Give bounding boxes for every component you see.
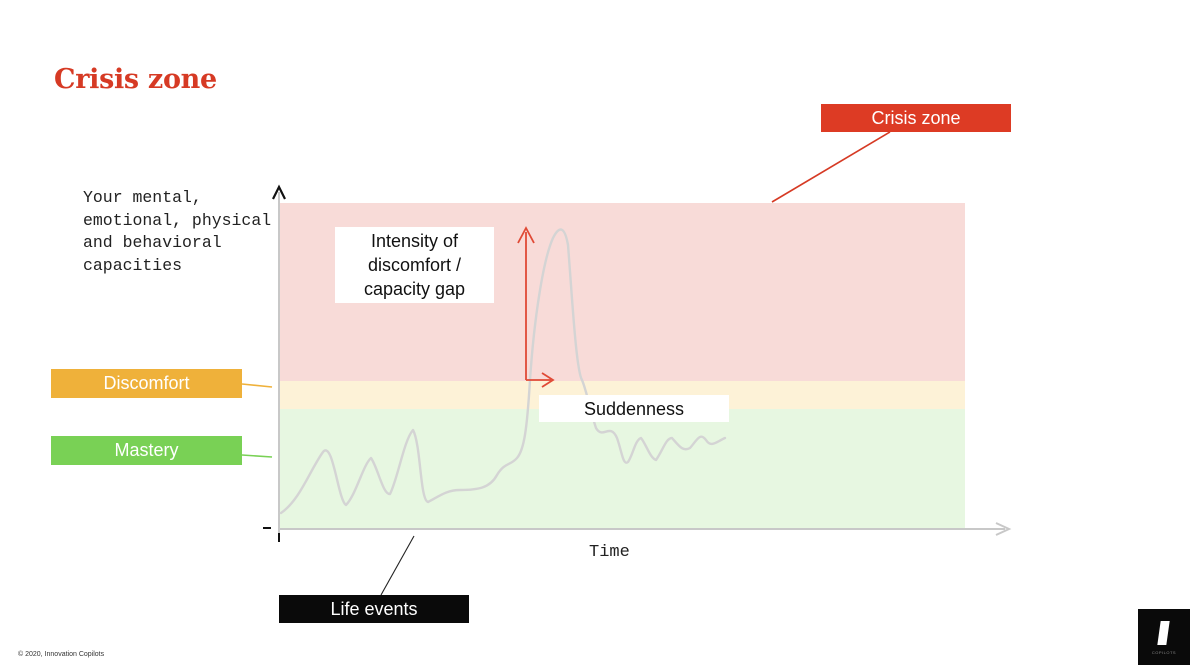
mastery-tag: Mastery (51, 436, 242, 465)
life-events-leader-line (380, 535, 415, 596)
crisis-leader-line (771, 131, 891, 203)
x-axis-arrowhead (995, 522, 1012, 536)
suddenness-label: Suddenness (583, 398, 685, 419)
x-axis-label: Time (589, 543, 630, 562)
intensity-arrowhead (517, 226, 535, 244)
logo-caption: COPILOTS (1151, 650, 1177, 655)
crisis-zone-tag: Crisis zone (821, 104, 1011, 132)
suddenness-label-box: Suddenness (539, 395, 729, 422)
logo-mark-icon (1157, 621, 1170, 645)
copyright-notice: © 2020, Innovation Copilots (18, 651, 105, 658)
discomfort-leader-line (241, 383, 273, 388)
y-axis-arrowhead (272, 184, 286, 200)
mastery-zone-band (280, 409, 965, 529)
capacity-curve (279, 228, 727, 515)
suddenness-arrowhead (541, 372, 555, 388)
intensity-label-box: Intensity of discomfort / capacity gap (335, 227, 494, 303)
mastery-leader-line (241, 454, 273, 458)
company-logo: COPILOTS (1138, 609, 1190, 665)
intensity-label: Intensity of discomfort / capacity gap (363, 231, 466, 299)
y-axis-label: Your mental, emotional, physical and beh… (83, 188, 272, 275)
life-events-tag: Life events (279, 595, 469, 623)
discomfort-tag: Discomfort (51, 369, 242, 398)
slide-title: Crisis zone (54, 64, 217, 95)
